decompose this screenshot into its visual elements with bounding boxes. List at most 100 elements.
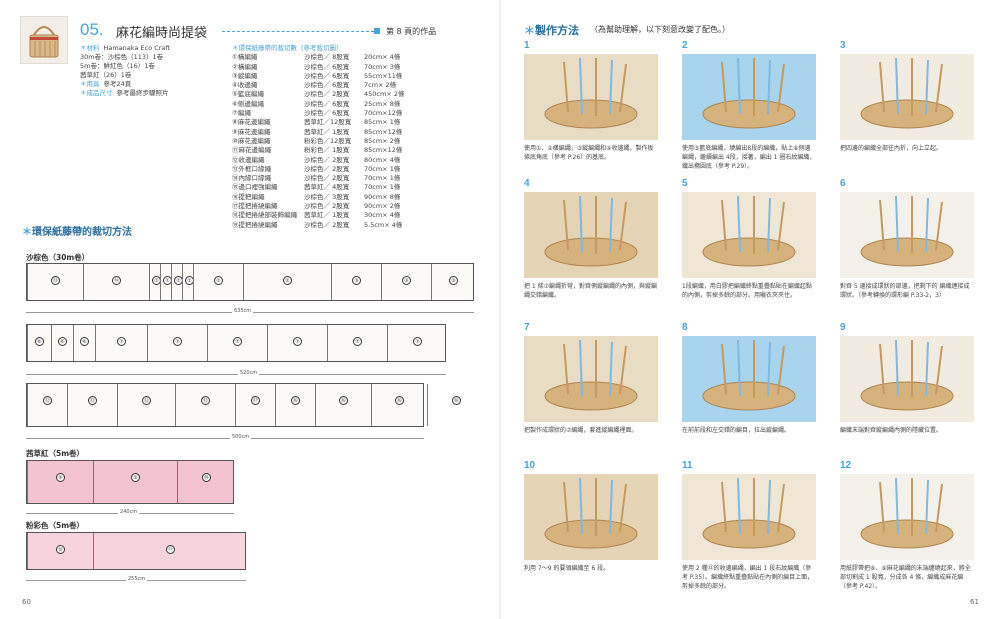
cut-cell: 茜草紅／ 4股寬	[304, 183, 350, 192]
cut-cell: 70cm× 1條	[364, 164, 401, 173]
cut-cell: ⑭內緣口緣繩	[232, 174, 271, 183]
step-number: 1	[524, 40, 530, 51]
step-number: 6	[840, 178, 846, 189]
cut-cell: 55cm×11條	[364, 71, 403, 80]
cut-cell: 90cm× 8條	[364, 192, 401, 201]
step-caption: 把 1 條⑦編繩折彎，對齊側縱編繩的內側，與縱編繩交錯編織。	[524, 283, 658, 299]
title-rule	[222, 31, 374, 32]
step-photo	[840, 336, 974, 422]
cut-cell: 沙棕色／ 2股寬	[304, 174, 350, 183]
material-value: Hamanaka Eco Craft	[103, 44, 171, 52]
segment-number: ⑥	[80, 337, 89, 346]
step-caption: 對齊 5 邊接成環狀的部邊，把剩下的 編織連接成環狀。（參考轉換的環形編 P.3…	[840, 283, 970, 299]
segment-number: ②	[214, 276, 223, 285]
cut-segment: ⑬	[27, 264, 83, 300]
cut-segment: ③	[381, 264, 431, 300]
cut-row: ⑮邊口裡強編繩 茜草紅／ 4股寬 70cm× 1條	[232, 183, 414, 192]
step-number: 8	[682, 322, 688, 333]
cut-cell: 70cm× 1條	[364, 174, 401, 183]
segment-number: ⑰	[251, 396, 260, 405]
segment-number: ⑦	[293, 337, 302, 346]
cut-cell: 85cm× 2條	[364, 136, 401, 145]
segment-number: ⑱	[202, 473, 211, 482]
step-number: 2	[682, 40, 688, 51]
cut-segment: ⑯	[275, 384, 315, 426]
segment-number: ⑯	[339, 396, 348, 405]
cut-segment: ①	[149, 264, 161, 300]
cut-cell: 茜草紅／ 1股寬	[304, 127, 350, 136]
cut-cell: ⑩麻花邊編繩	[232, 136, 271, 145]
step-caption: 把四邊的編織全部往內折，向上立起。	[840, 145, 943, 152]
cut-segment: ⑥	[73, 325, 95, 361]
cut-cell: 沙棕色／ 6股寬	[304, 71, 350, 80]
cut-segment: ⑰	[235, 384, 275, 426]
material-line: ＊用具參考24頁	[80, 80, 170, 89]
cut-cell: 沙棕色／ 3股寬	[304, 192, 350, 201]
cut-cell: ⑯提把編繩	[232, 192, 265, 201]
project-number: 05.	[80, 20, 104, 39]
cut-cell: ⑲提把捲繞編繩	[232, 220, 278, 229]
cut-segment: ⑦	[207, 325, 267, 361]
dim-240: 240cm	[118, 509, 140, 515]
segment-number: ⑦	[353, 337, 362, 346]
cut-segment: ⑨	[93, 461, 177, 503]
cut-cell: ⑮邊口裡強編繩	[232, 183, 278, 192]
cut-segment: ⑦	[387, 325, 447, 361]
cut-cell: ⑨麻花邊編繩	[232, 127, 271, 136]
step-photo	[840, 192, 974, 278]
step-number: 4	[524, 178, 530, 189]
material-line: 茜草紅（26）1卷	[80, 71, 170, 80]
cut-segment: ⑫	[117, 384, 175, 426]
cut-cell: 85cm×12條	[364, 146, 403, 155]
cut-row: ⑨麻花邊編繩 茜草紅／ 1股寬 85cm×12條	[232, 128, 414, 137]
segment-number: ⑪	[166, 545, 175, 554]
segment-number: ⑫	[142, 396, 151, 405]
cut-cell: 70cm× 1條	[364, 183, 401, 192]
cut-cell: 450cm× 2條	[364, 90, 405, 99]
cut-segment: ⑫	[175, 384, 235, 426]
segment-number: ⑬	[51, 276, 60, 285]
segment-number: ⑩	[56, 545, 65, 554]
cut-cell: ①橫編繩	[232, 53, 258, 62]
section-title: ＊環保紙藤帶的裁切方法	[22, 227, 132, 238]
cut-cell: ②橫編繩	[232, 62, 258, 71]
segment-number: ⑦	[413, 337, 422, 346]
cut-segment: ⑥	[27, 325, 51, 361]
cut-cell: ④收邊繩	[232, 81, 258, 90]
material-line: ＊成品尺寸參考最終步驟照片	[80, 89, 170, 98]
cut-cell: 70cm×12條	[364, 109, 403, 118]
step-caption: 把製作成環狀的⑦編繩，套進縱編繩裡面。	[524, 427, 638, 434]
segment-number: ⑦	[233, 337, 242, 346]
cut-cell: 80cm× 4條	[364, 155, 401, 164]
segment-number: ⑯	[395, 396, 404, 405]
cut-cell: 茜草紅／ 1股寬	[304, 211, 350, 220]
step-number: 5	[682, 178, 688, 189]
dim-255: 255cm	[126, 576, 148, 582]
cut-segment: ⑦	[95, 325, 147, 361]
material-value: 參考24頁	[103, 80, 132, 88]
cut-cell: 70cm× 3條	[364, 62, 401, 71]
cut-segment: ③	[431, 264, 475, 300]
pink-label: 粉彩色（5m卷）	[26, 521, 85, 530]
cut-segment: ⑦	[327, 325, 387, 361]
segment-number: ⑯	[291, 396, 300, 405]
step-photo	[682, 192, 816, 278]
cut-segment: ⑯	[315, 384, 371, 426]
project-title: 麻花編時尚提袋	[116, 26, 208, 41]
cut-segment: ⑧	[27, 461, 93, 503]
cut-segment: ⑩	[27, 533, 93, 569]
cut-row: ⑯提把編繩 沙棕色／ 3股寬 90cm× 8條	[232, 193, 414, 202]
cut-cell: 沙棕色／ 6股寬	[304, 99, 350, 108]
segment-number: ⑥	[35, 337, 44, 346]
cut-cell: 90cm× 2條	[364, 202, 401, 211]
cut-cell: 85cm×12條	[364, 127, 403, 136]
segment-number: ③	[352, 276, 361, 285]
cut-cell: 沙棕色／ 2股寬	[304, 90, 350, 99]
